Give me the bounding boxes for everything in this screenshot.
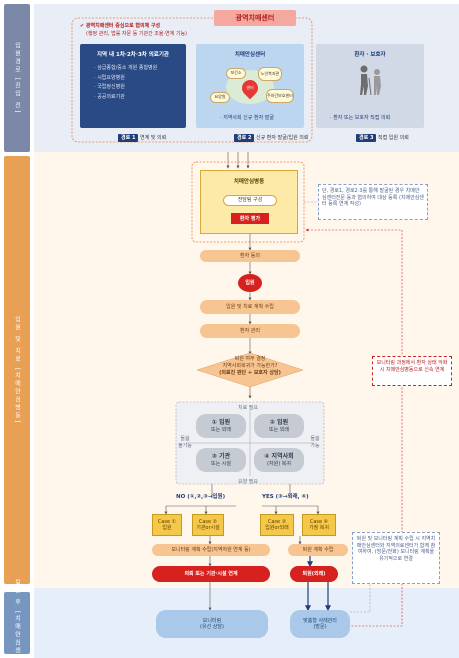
step-manage: 환자 관리 [200,324,300,338]
patient-box: 환자 · 보호자 · 환자 또는 보호자 직접 의뢰 [316,44,424,128]
note-registration: 단, 경로1, 경로2·3를 통해 발굴된 경우 치매안심센터전문 등과 협의하… [318,184,428,220]
quadrant-2: ② 입원 또는 외래 [254,414,304,438]
center-subtitle-1: ✔ 광역치매센터 중심으로 협의체 구성 [80,23,161,29]
route-2: 경로 2 신규 환자 발굴/입원 의뢰 [234,134,308,142]
hospital-item: · 시립요양병원 [94,74,125,81]
bubble-health-center: 보건소 [226,68,246,79]
note-monitoring-feedback: 모니터링 과정에서 환자 상태 악화 시 치매안심병동으로 신속 연계 [372,356,452,386]
dementia-center-title: 치매안심센터 [234,52,266,58]
step-consent: 환자 동의 [200,250,300,262]
dementia-center-caption: · 지역사회 신규 환자 발굴 [220,115,274,121]
step-admit: 입원 [238,274,262,292]
note-discharge-coordination: 퇴원 및 모니터링 계획 수립 시 지역치매안심센터와 지역의료센터가 함께 참… [352,532,440,584]
quadrant-3: ③ 기관 또는 시설 [196,448,246,472]
route-1: 경로 1 연계 및 의뢰 [118,134,166,142]
decision-line-3: (의료진 판단 + 보호자 상담) [219,369,281,376]
quadrant-4: ④ 지역사회 (자원) 복귀 [254,448,304,472]
hospital-item: · 국립정신병원 [94,84,125,90]
hospital-item: · 상급종합/중소 개원 종합병원 [94,65,158,71]
discharge-result: 퇴원(외래) [290,566,338,582]
patient-caption: · 환자 또는 보호자 직접 의뢰 [330,115,391,121]
bubble-daycare: 주야간보호센터 [266,89,294,103]
ward-assessment: 환자 평가 [231,213,269,224]
ward-title: 치매안심병동 [233,179,265,185]
matrix-top-label: 치료 필요 [238,405,258,411]
ward-team: 전담팀 구성 [223,195,277,206]
dementia-center-box: 치매안심센터 보건소 노인복지관 요양원 주야간보호센터 센터 · 지역사회 신… [196,44,304,128]
elderly-person-icon [360,65,381,96]
referral-result: 의뢰 또는 기관·시설 연계 [152,566,270,582]
matrix-left-label: 돌봄 불가능 [178,436,192,449]
hospital-title: 지역 내 1차·2차·3차 의료기관 [96,52,169,58]
decision-diamond [196,352,304,388]
decision-text: 퇴원 여부 결정 지역사회복귀가 가능한가? (의료진 판단 + 보호자 상담) [196,356,304,376]
route-2-badge: 경로 2 [234,134,255,142]
patient-title: 환자 · 보호자 [354,52,386,58]
regional-center-title: 광역치매센터 [214,10,296,26]
branch-yes: YES (③→외래, ④) [262,494,309,500]
route-3: 경로 3 직접 입원 의뢰 [356,134,409,142]
section-label-inpatient: 입원 및 치료 [치매안심병동] [4,156,30,584]
decision-line-1: 퇴원 여부 결정 [234,356,266,362]
route-3-badge: 경로 3 [356,134,377,142]
discharge-plan: 퇴원 계획 수립 [288,544,348,556]
aftercare-monitoring: 모니터링 (유선 상담) [156,610,268,638]
bubble-senior-welfare: 노인복지관 [258,67,282,81]
hospital-item: · 공공의료기관 [94,93,125,100]
bubble-nursing-home: 요양원 [210,92,230,103]
hospital-list: · 상급종합/중소 개원 종합병원 · 시립요양병원 · 국립정신병원 · 공공… [80,58,186,102]
section-label-entry: 입원경로 [진입 전] [4,4,30,152]
dementia-ward-box: 치매안심병동 전담팀 구성 환자 평가 [200,170,298,234]
section-label-discharge: 퇴원 후 [치매안심센터] [4,579,30,658]
decision-line-2: 지역사회복귀가 가능한가? [222,362,278,369]
matrix-bottom-label: 요양 필요 [238,479,258,485]
step-plan: 입원 및 치료 계획 수립 [200,300,300,314]
center-subtitle-2: (행정 관리, 법률 자문 등 기관간 조율·연계 기능) [86,31,188,37]
matrix-right-label: 돌봄 가능 [310,436,320,449]
left-monitoring-plan: 모니터링 계획 수립(지역자원 연계 등) [152,544,270,556]
route-1-badge: 경로 1 [118,134,139,142]
aftercare-case-management: 맞춤형 사례관리 (방문) [290,610,350,638]
branch-no: NO (①,②,③→입원) [176,494,226,500]
hospital-box: 지역 내 1차·2차·3차 의료기관 · 상급종합/중소 개원 종합병원 · 시… [80,44,186,128]
quadrant-1: ① 입원 또는 외래 [196,414,246,438]
